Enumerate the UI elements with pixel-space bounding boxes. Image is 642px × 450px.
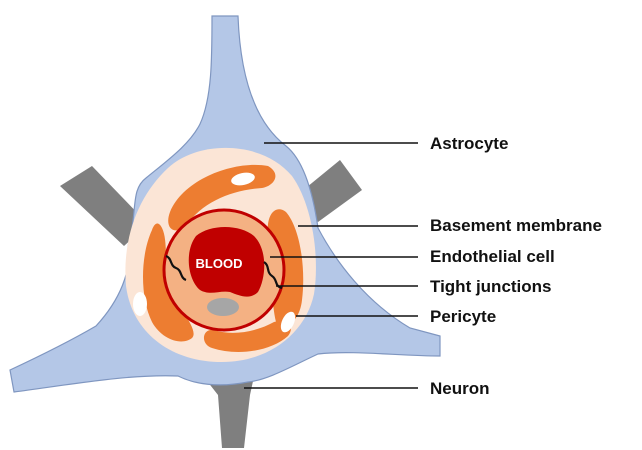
label-basement-membrane: Basement membrane (430, 216, 602, 235)
label-tight-junctions: Tight junctions (430, 277, 552, 296)
label-neuron: Neuron (430, 379, 490, 398)
nucleus-left (133, 292, 147, 316)
vesicle (207, 298, 239, 316)
label-pericyte: Pericyte (430, 307, 496, 326)
blood-label: BLOOD (196, 256, 243, 271)
label-astrocyte: Astrocyte (430, 134, 508, 153)
label-endothelial-cell: Endothelial cell (430, 247, 555, 266)
